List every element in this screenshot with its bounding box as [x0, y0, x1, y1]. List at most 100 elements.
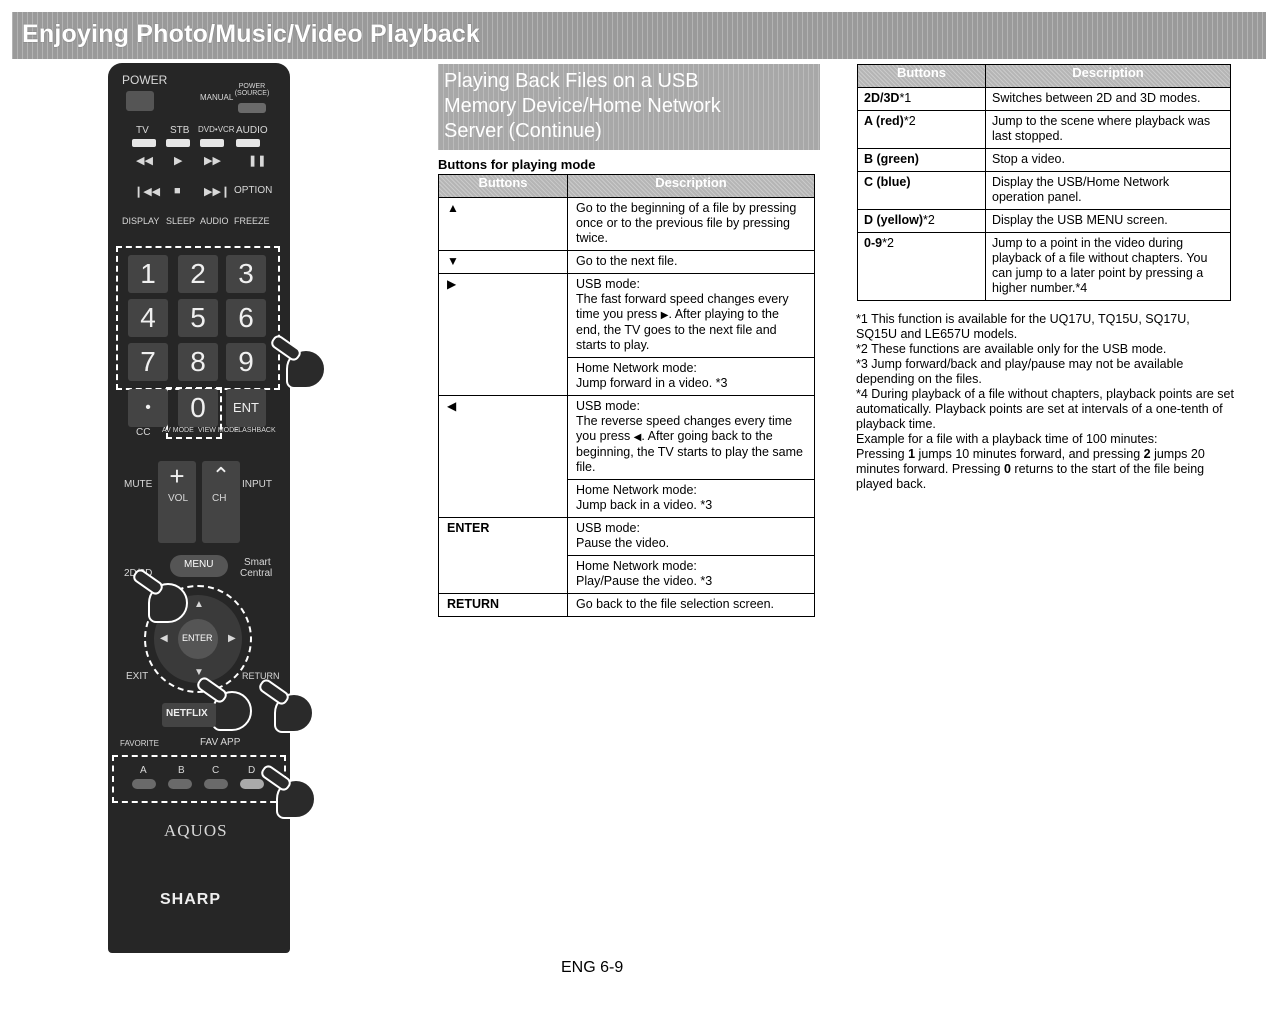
- play-icon: ▶: [174, 155, 183, 167]
- number-key-0: 0: [178, 389, 218, 427]
- arrow-left-icon: ◀: [160, 633, 168, 644]
- banner-title: Enjoying Photo/Music/Video Playback: [22, 20, 481, 48]
- table-row: Home Network mode: Jump back in a video.…: [439, 479, 815, 518]
- number-key-6: 6: [226, 299, 266, 337]
- volume-rocker: +: [158, 461, 196, 543]
- remote-label-sleep: SLEEP: [166, 216, 196, 226]
- example-part: jumps 20 minutes forward. Pressing: [856, 447, 1205, 476]
- example-part: Pressing: [856, 447, 909, 461]
- usb-mode-text: The reverse speed changes every time you…: [576, 414, 793, 443]
- home-network-mode-text: Jump forward in a video. *3: [576, 376, 728, 390]
- table-row: 0-9*2 Jump to a point in the video durin…: [857, 232, 1231, 301]
- remote-label-ch: CH: [212, 493, 227, 504]
- table-cell: Display the USB MENU screen.: [985, 209, 1231, 233]
- table-cell: Jump to a point in the video during play…: [985, 232, 1231, 301]
- netflix-button: [162, 703, 216, 727]
- remote-label-option: OPTION: [234, 185, 273, 196]
- ent-key: ENT: [226, 389, 266, 427]
- example-key: 1: [908, 447, 916, 461]
- example-part: jumps 10 minutes forward, and pressing: [915, 447, 1144, 461]
- back-arrow-icon: ◀: [447, 399, 457, 413]
- remote-label-d: D: [248, 765, 256, 776]
- footnote-4: *4 During playback of a file without cha…: [856, 387, 1234, 431]
- dvd-vcr-button: [200, 139, 224, 147]
- table-row: Home Network mode: Jump forward in a vid…: [439, 357, 815, 396]
- forward-arrow-icon: ▶: [660, 310, 669, 321]
- remote-label-favorite: FAVORITE: [120, 739, 159, 748]
- pause-icon: ❚❚: [248, 155, 267, 167]
- number-key-2: 2: [178, 255, 218, 293]
- arrow-right-icon: ▶: [228, 633, 236, 644]
- remote-label-dvd-vcr: DVD•VCR: [198, 125, 235, 134]
- footnote-ref: *2: [903, 114, 916, 128]
- playing-mode-buttons-table: Buttons Description ▲ Go to the beginnin…: [438, 174, 815, 617]
- color-buttons-table: Buttons Description 2D/3D*1 Switches bet…: [857, 64, 1231, 301]
- arrow-down-icon: ▼: [194, 667, 204, 678]
- home-network-mode-label: Home Network mode:: [576, 559, 697, 573]
- table-row: ▲ Go to the beginning of a file by press…: [438, 197, 815, 251]
- button-return: RETURN: [438, 593, 568, 617]
- usb-mode-label: USB mode:: [576, 277, 640, 291]
- remote-label-mute: MUTE: [124, 479, 153, 490]
- usb-mode-label: USB mode:: [576, 399, 640, 413]
- table-row: 2D/3D*1 Switches between 2D and 3D modes…: [857, 87, 1231, 111]
- table-cell: USB mode: The fast forward speed changes…: [567, 273, 815, 358]
- color-key-d: [240, 779, 264, 789]
- table-header-description: Description: [985, 64, 1231, 88]
- table-row: A (red)*2 Jump to the scene where playba…: [857, 110, 1231, 149]
- rewind-icon: ◀◀: [136, 155, 153, 167]
- number-key-7: 7: [128, 343, 168, 381]
- home-network-mode-label: Home Network mode:: [576, 483, 697, 497]
- table-cell: Home Network mode: Play/Pause the video.…: [567, 555, 815, 594]
- remote-label-manual: MANUAL: [200, 93, 234, 102]
- table-row: ▶ USB mode: The fast forward speed chang…: [438, 273, 815, 396]
- table-cell: Home Network mode: Jump back in a video.…: [567, 479, 815, 518]
- aquos-logo: AQUOS: [164, 821, 228, 840]
- tv-button: [132, 139, 156, 147]
- page-banner: Enjoying Photo/Music/Video Playback: [12, 12, 1266, 59]
- menu-button: [170, 555, 228, 577]
- footnotes: *1 This function is available for the UQ…: [856, 312, 1234, 492]
- footnote-2: *2 These functions are available only fo…: [856, 342, 1167, 356]
- color-key-b: [168, 779, 192, 789]
- usb-mode-text: . After going back to the beginning, the…: [576, 429, 803, 474]
- remote-label-input: INPUT: [242, 479, 272, 490]
- remote-label-menu: MENU: [184, 559, 214, 570]
- usb-mode-text: Pause the video.: [576, 536, 670, 550]
- down-arrow-icon: ▼: [447, 254, 459, 268]
- button-name: 2D/3D: [864, 91, 900, 105]
- table-header-buttons: Buttons: [438, 174, 568, 198]
- remote-label-display: DISPLAY: [122, 216, 160, 226]
- table-cell: USB mode: The reverse speed changes ever…: [567, 395, 815, 480]
- home-network-mode-label: Home Network mode:: [576, 361, 697, 375]
- example-intro: Example for a file with a playback time …: [856, 432, 1158, 446]
- color-key-a: [132, 779, 156, 789]
- number-key-1: 1: [128, 255, 168, 293]
- table-cell: Go to the next file.: [567, 250, 815, 274]
- footnote-3: *3 Jump forward/back and play/pause may …: [856, 357, 1184, 386]
- dpad-highlight: [144, 585, 252, 693]
- usb-mode-text: The fast forward speed changes every tim…: [576, 292, 789, 321]
- table-cell: Home Network mode: Jump forward in a vid…: [567, 357, 815, 396]
- table-header-description: Description: [567, 174, 815, 198]
- skip-back-icon: ❙◀◀: [134, 186, 161, 198]
- footnote-ref: *2: [882, 236, 894, 250]
- remote-label-a: A: [140, 765, 147, 776]
- table-cell: Display the USB/Home Network operation p…: [985, 171, 1231, 210]
- button-enter: ENTER: [438, 517, 568, 594]
- remote-label-stb: STB: [170, 125, 190, 136]
- button-name: 0-9: [864, 236, 883, 250]
- usb-mode-text: . After playing to the end, the TV goes …: [576, 307, 779, 352]
- remote-label-return: RETURN: [242, 671, 280, 681]
- remote-label-b: B: [178, 765, 185, 776]
- table-row: ENTER USB mode: Pause the video.: [438, 517, 815, 594]
- remote-label-freeze: FREEZE: [234, 216, 270, 226]
- button-name: B (green): [864, 152, 919, 166]
- number-key-9: 9: [226, 343, 266, 381]
- channel-rocker: ⌃: [202, 461, 240, 543]
- button-name: A (red): [864, 114, 904, 128]
- skip-forward-icon: ▶▶❙: [204, 186, 231, 198]
- remote-label-audio: AUDIO: [236, 125, 268, 136]
- pointing-hand-icon: [276, 779, 316, 819]
- stop-icon: ■: [174, 185, 181, 197]
